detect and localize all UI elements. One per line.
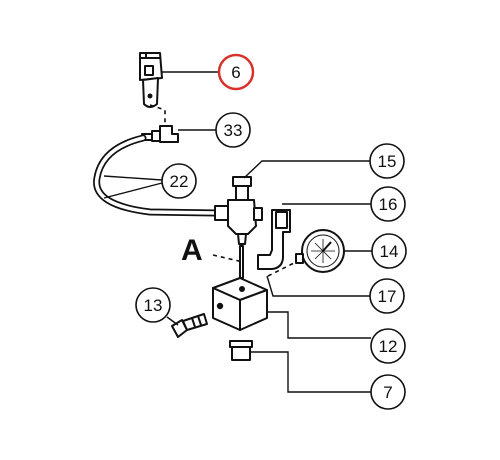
part-33-elbow bbox=[141, 125, 179, 143]
callout-circle-22 bbox=[161, 163, 197, 199]
callout-circle-12 bbox=[370, 328, 406, 364]
callout-12: 12 bbox=[370, 328, 406, 364]
part-12-block bbox=[212, 245, 268, 331]
callout-circle-15 bbox=[369, 143, 405, 179]
callout-number-22: 22 bbox=[170, 172, 189, 191]
leader-15 bbox=[243, 160, 370, 179]
callout-circle-13 bbox=[135, 287, 171, 323]
callout-circle-14 bbox=[371, 233, 407, 269]
leader-13 bbox=[166, 316, 179, 326]
callout-13: 13 bbox=[135, 287, 171, 323]
callout-number-13: 13 bbox=[144, 296, 163, 315]
dashed-link-a bbox=[212, 254, 244, 263]
part-14-gauge bbox=[295, 229, 345, 273]
callout-circle-6 bbox=[217, 53, 255, 91]
dashed-link-gauge bbox=[267, 261, 297, 277]
part-6-fitting bbox=[139, 52, 163, 108]
callout-number-33: 33 bbox=[224, 121, 243, 140]
callout-16: 16 bbox=[370, 186, 406, 222]
leader-12 bbox=[267, 311, 371, 339]
leader-7 bbox=[250, 351, 371, 393]
part-15-valve bbox=[214, 176, 263, 245]
callout-22: 22 bbox=[161, 163, 197, 199]
callout-number-14: 14 bbox=[380, 242, 399, 261]
callout-number-7: 7 bbox=[383, 383, 392, 402]
part-7-cap bbox=[229, 340, 253, 361]
callout-15: 15 bbox=[369, 143, 405, 179]
part-22-hose bbox=[93, 134, 220, 217]
callout-number-15: 15 bbox=[378, 152, 397, 171]
callout-17: 17 bbox=[369, 278, 405, 314]
callout-circle-7 bbox=[370, 374, 406, 410]
callout-6: 6 bbox=[217, 53, 255, 91]
callout-33: 33 bbox=[215, 112, 251, 148]
callout-number-17: 17 bbox=[378, 287, 397, 306]
leader-22 bbox=[103, 175, 163, 199]
callout-number-12: 12 bbox=[379, 337, 398, 356]
callout-7: 7 bbox=[370, 374, 406, 410]
callout-letter-a: A bbox=[181, 234, 203, 267]
callout-number-16: 16 bbox=[379, 195, 398, 214]
dashed-link-6-33 bbox=[149, 104, 166, 126]
leader-17 bbox=[266, 275, 370, 297]
callout-number-6: 6 bbox=[231, 63, 240, 82]
callout-circle-16 bbox=[370, 186, 406, 222]
callout-circle-17 bbox=[369, 278, 405, 314]
part-13-plug bbox=[171, 313, 208, 338]
callout-circle-33 bbox=[215, 112, 251, 148]
part-16-pipe bbox=[257, 209, 291, 270]
callout-14: 14 bbox=[371, 233, 407, 269]
